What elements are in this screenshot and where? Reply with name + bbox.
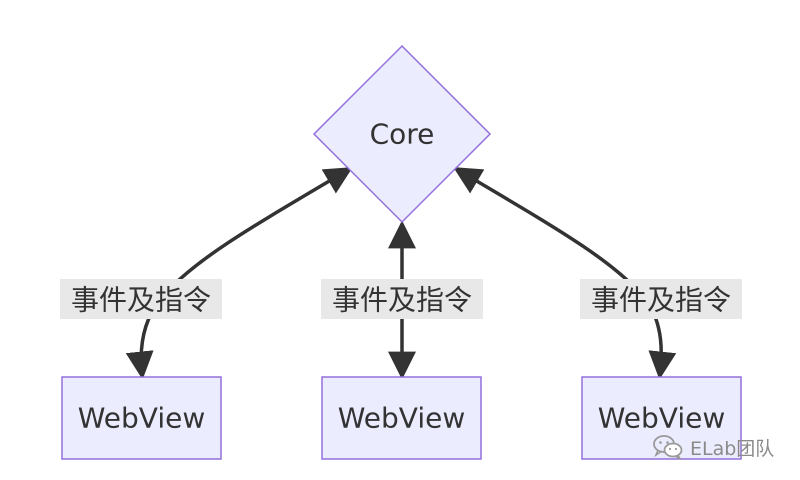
webview-node-2: WebView <box>321 376 482 460</box>
edge-label-1: 事件及指令 <box>60 279 222 319</box>
edge-label-3: 事件及指令 <box>580 279 742 319</box>
core-node: Core <box>312 44 492 224</box>
core-node-label: Core <box>370 118 435 151</box>
edge-label-1-text: 事件及指令 <box>71 284 211 317</box>
watermark: ELab团队 <box>652 432 774 462</box>
edge-core-webview-3 <box>453 167 677 380</box>
watermark-text: ELab团队 <box>690 437 775 460</box>
webview-node-2-label: WebView <box>338 402 466 435</box>
webview-node-3-label: WebView <box>598 402 726 435</box>
edge-label-3-text: 事件及指令 <box>591 284 731 317</box>
edge-label-2: 事件及指令 <box>321 279 483 319</box>
webview-node-1-label: WebView <box>78 402 206 435</box>
edge-label-2-text: 事件及指令 <box>332 284 472 317</box>
edge-core-webview-1 <box>125 167 353 380</box>
wechat-icon <box>653 435 683 460</box>
webview-node-3: WebView <box>581 376 742 460</box>
webview-node-1: WebView <box>61 376 222 460</box>
